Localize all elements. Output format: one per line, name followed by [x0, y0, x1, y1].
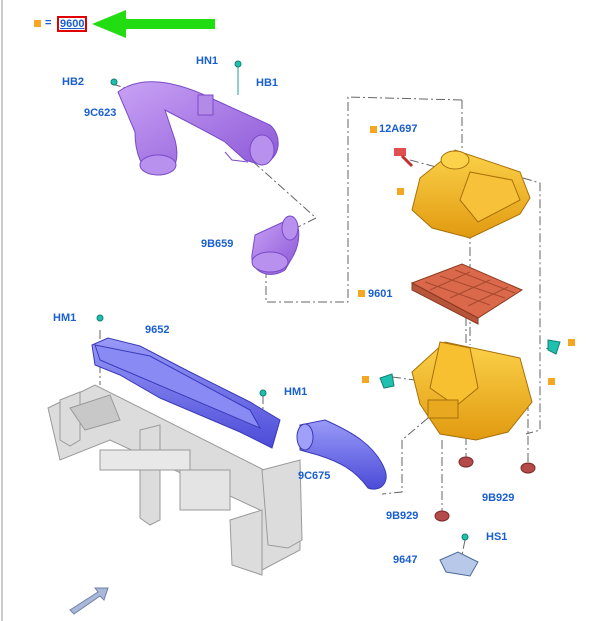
air-cleaner-cover	[411, 149, 531, 239]
radiator-support-frame	[47, 384, 303, 576]
label-hm1-right[interactable]: HM1	[284, 386, 308, 398]
green-arrow-icon	[92, 10, 215, 38]
orange-marker-icon	[362, 376, 369, 383]
air-duct-9b659	[251, 215, 300, 275]
bracket-9647	[439, 551, 479, 577]
label-9647[interactable]: 9647	[393, 554, 418, 566]
orange-marker-icon	[397, 188, 404, 195]
label-12a697[interactable]: 12A697	[379, 123, 418, 135]
grommet-9b929	[434, 456, 536, 522]
air-cleaner-housing	[411, 341, 533, 441]
label-9c675[interactable]: 9C675	[298, 470, 331, 482]
orange-marker-icon	[548, 378, 555, 385]
label-9b659[interactable]: 9B659	[201, 238, 234, 250]
label-9601[interactable]: 9601	[368, 288, 393, 300]
air-filter-element	[410, 263, 524, 325]
air-deflector-9652	[91, 337, 281, 449]
sensor-12a697	[394, 148, 414, 168]
blue-arrow-icon[interactable]	[69, 587, 109, 615]
label-hn1[interactable]: HN1	[196, 55, 219, 67]
label-9b929-left[interactable]: 9B929	[386, 510, 419, 522]
label-hb1[interactable]: HB1	[256, 77, 279, 89]
label-9b929-right[interactable]: 9B929	[482, 492, 515, 504]
legend-equals: =	[45, 17, 52, 29]
orange-marker-icon	[34, 20, 41, 27]
label-hs1[interactable]: HS1	[486, 531, 508, 543]
legend-part-number[interactable]: 9600	[57, 16, 88, 32]
fastener-icons	[96, 60, 561, 541]
label-hb2[interactable]: HB2	[62, 76, 85, 88]
air-duct-9c623	[117, 81, 279, 176]
label-9652[interactable]: 9652	[145, 324, 170, 336]
air-duct-9c675	[296, 419, 387, 490]
label-hm1-left[interactable]: HM1	[53, 312, 77, 324]
orange-marker-icon	[358, 290, 365, 297]
orange-marker-icon	[568, 339, 575, 346]
label-9c623[interactable]: 9C623	[84, 107, 117, 119]
orange-marker-icon	[370, 126, 377, 133]
